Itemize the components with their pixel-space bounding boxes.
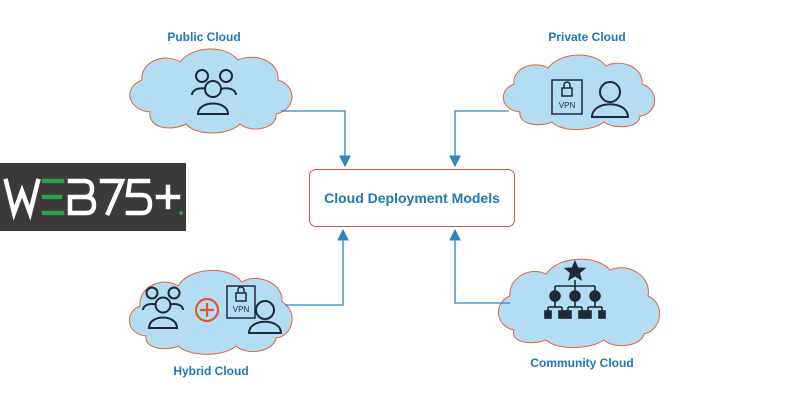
public-cloud-label: Public Cloud <box>167 30 241 44</box>
private-vpn-text: VPN <box>559 101 576 110</box>
users-group-icon <box>142 286 184 329</box>
user-icon <box>247 300 283 334</box>
arrow-public-to-center <box>281 110 351 168</box>
arrow-hybrid-to-center <box>285 228 349 306</box>
logo: WEB75+ <box>0 163 186 231</box>
hybrid-cloud: VPN <box>129 269 293 355</box>
logo-mark: WEB75+ <box>3 178 183 230</box>
community-cloud-label: Community Cloud <box>530 356 634 370</box>
lock-vpn-icon: VPN <box>226 285 256 319</box>
lock-vpn-icon: VPN <box>551 79 583 115</box>
arrow-community-to-center <box>449 228 510 304</box>
connectors <box>281 110 510 306</box>
center-node: Cloud Deployment Models <box>309 169 515 227</box>
users-group-icon <box>191 69 237 115</box>
hybrid-vpn-text: VPN <box>233 305 250 314</box>
community-cloud <box>498 258 661 348</box>
arrow-private-to-center <box>449 110 509 168</box>
star-icon <box>563 259 587 281</box>
user-icon <box>590 81 630 118</box>
org-chart-icon <box>544 259 606 319</box>
private-cloud-label: Private Cloud <box>548 30 626 44</box>
logo-text: WEB75+ <box>91 228 95 230</box>
hybrid-cloud-label: Hybrid Cloud <box>173 364 249 378</box>
center-title: Cloud Deployment Models <box>324 190 500 206</box>
private-cloud: VPN <box>503 54 655 130</box>
plus-circle-icon <box>194 297 220 323</box>
public-cloud <box>129 48 293 134</box>
